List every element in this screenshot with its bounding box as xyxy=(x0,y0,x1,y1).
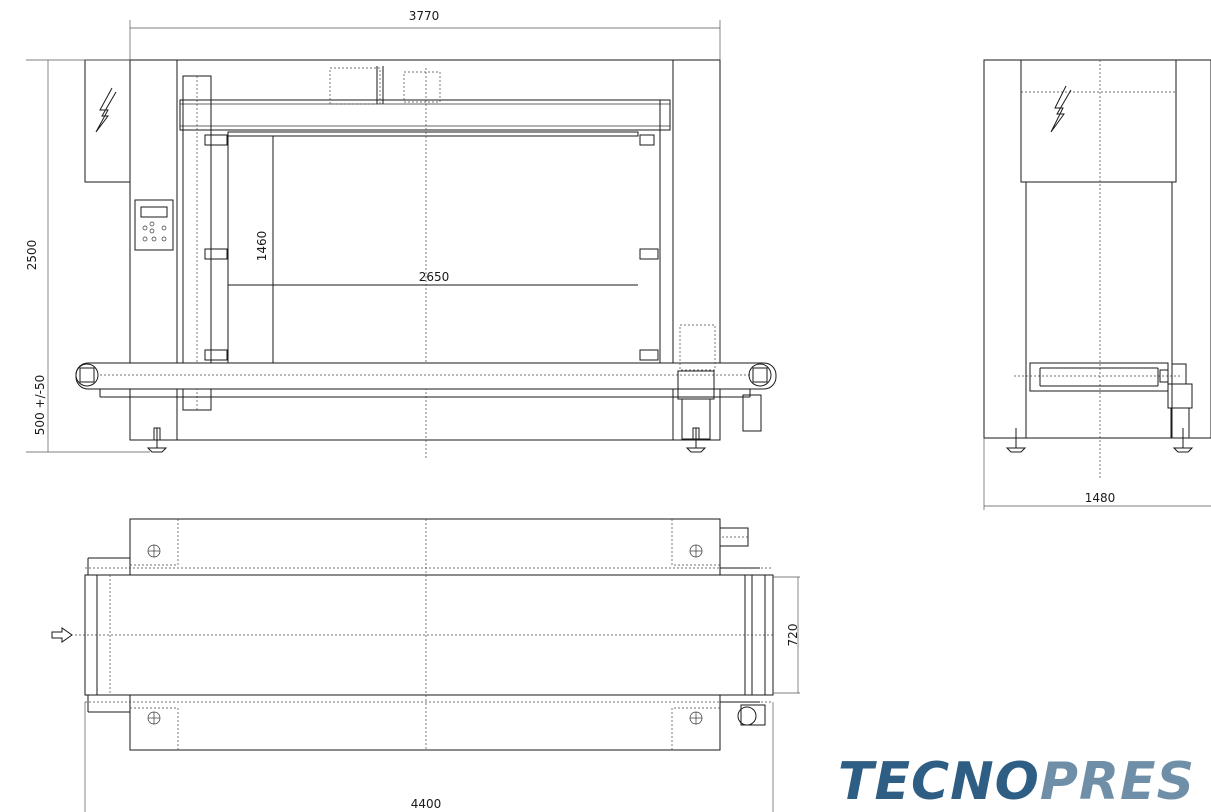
front-view xyxy=(75,59,777,458)
brand-part2: PRES xyxy=(1039,752,1196,812)
dim-chamber-height: 1460 xyxy=(255,231,269,262)
left-roller xyxy=(75,363,99,387)
side-outer-frame xyxy=(983,59,1211,439)
front-dimensions: 3770 2500 1460 2650 500 +/-50 xyxy=(25,9,721,453)
dim-total-height: 2500 xyxy=(25,240,39,271)
dim-front-width: 3770 xyxy=(409,9,440,23)
dim-side-depth: 1480 xyxy=(1085,491,1116,505)
side-electrical-cabinet xyxy=(1020,59,1177,183)
lightning-bolt-icon xyxy=(95,87,117,133)
brand-part1: TECNO xyxy=(838,752,1040,812)
lightning-bolt-icon-side xyxy=(1050,85,1072,133)
control-panel xyxy=(134,199,174,251)
arrow-right-icon xyxy=(51,627,73,643)
brand-logo: TECNOPRES xyxy=(838,752,1195,812)
side-conveyor xyxy=(1029,362,1169,392)
front-outer-frame xyxy=(129,59,721,441)
front-conveyor xyxy=(75,362,777,390)
side-view: 1480 xyxy=(983,59,1211,510)
dim-chamber-width: 2650 xyxy=(419,270,450,284)
right-roller xyxy=(748,363,772,387)
electrical-cabinet xyxy=(84,59,131,183)
dim-conveyor-height: 500 +/-50 xyxy=(33,375,47,435)
dim-total-length: 4400 xyxy=(411,797,442,811)
top-view: 720 4400 xyxy=(51,518,800,812)
dim-belt-width: 720 xyxy=(786,624,800,647)
